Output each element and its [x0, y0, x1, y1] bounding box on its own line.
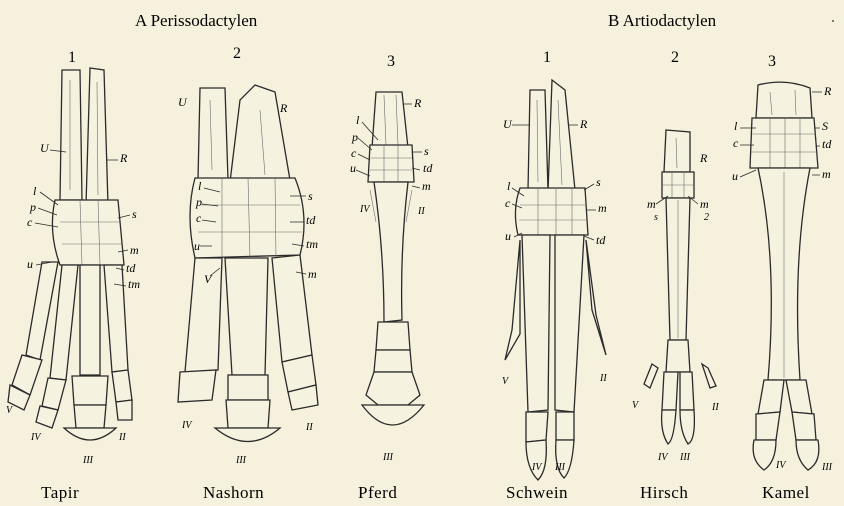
figure-number-schwein: 1: [543, 49, 551, 66]
label-pferd-m: m: [422, 179, 431, 193]
label-tapir-m: m: [130, 243, 139, 257]
figure-number-tapir: 1: [68, 49, 76, 66]
label-kamel-R: R: [823, 84, 832, 98]
label-tapir-u: u: [27, 257, 33, 271]
species-name-nashorn: Nashorn: [203, 483, 264, 502]
figure-number-kamel: 3: [768, 53, 776, 70]
label-kamel-S: S: [822, 119, 828, 133]
label-kamel-l: l: [734, 119, 738, 133]
digit-hirsch-II: II: [711, 402, 719, 413]
label-schwein-s: s: [596, 175, 601, 189]
group-heading-artiodactylen: B Artiodactylen: [608, 11, 717, 30]
label-tapir-c: c: [27, 215, 33, 229]
label-nashorn-s: s: [308, 189, 313, 203]
digit-schwein-III: III: [554, 462, 566, 473]
digit-nashorn-II: II: [305, 422, 313, 433]
digit-nashorn-III: III: [235, 455, 247, 466]
figure-number-nashorn: 2: [233, 45, 241, 62]
label-hirsch-R: R: [699, 151, 708, 165]
label-schwein-td: td: [596, 233, 606, 247]
digit-nashorn-IV: IV: [181, 420, 193, 431]
digit-hirsch-V: V: [632, 400, 640, 411]
label-pferd-u: u: [350, 161, 356, 175]
tapir-foot-drawing: [8, 68, 132, 440]
speck: [832, 20, 834, 22]
label-tapir-p: p: [29, 200, 36, 214]
label-nashorn-p: p: [195, 195, 202, 209]
label-nashorn-c: c: [196, 211, 202, 225]
label-pferd-IV: IV: [359, 204, 371, 215]
digit-schwein-II: II: [599, 373, 607, 384]
label-pferd-td: td: [423, 161, 433, 175]
label-schwein-c: c: [505, 196, 511, 210]
label-nashorn-R: R: [279, 101, 288, 115]
digit-kamel-III: III: [821, 462, 833, 473]
species-name-tapir: Tapir: [41, 483, 79, 502]
label-schwein-R: R: [579, 117, 588, 131]
label-schwein-m: m: [598, 201, 607, 215]
label-hirsch-m2: m: [700, 197, 709, 211]
label-kamel-m: m: [822, 167, 831, 181]
nashorn-foot-drawing: [178, 85, 318, 442]
digit-tapir-III: III: [82, 455, 94, 466]
label-schwein-l: l: [507, 179, 511, 193]
label-nashorn-u: u: [194, 239, 200, 253]
label-pferd-p: p: [351, 130, 358, 144]
label-hirsch-s: s: [654, 212, 658, 223]
label-tapir-U: U: [40, 141, 50, 155]
species-name-schwein: Schwein: [506, 483, 568, 502]
digit-pferd-III: III: [382, 452, 394, 463]
digit-tapir-V: V: [6, 405, 14, 416]
figure-number-pferd: 3: [387, 53, 395, 70]
label-hirsch-m: m: [647, 197, 656, 211]
label-pferd-l: l: [356, 113, 360, 127]
label-pferd-R: R: [413, 96, 422, 110]
digit-schwein-V: V: [502, 376, 510, 387]
label-tapir-l: l: [33, 184, 37, 198]
species-name-hirsch: Hirsch: [640, 483, 688, 502]
digit-kamel-IV: IV: [775, 460, 787, 471]
kamel-foot-drawing: [750, 82, 819, 470]
digit-tapir-II: II: [118, 432, 126, 443]
species-name-pferd: Pferd: [358, 483, 397, 502]
label-tapir-td: td: [126, 261, 136, 275]
figure-number-hirsch: 2: [671, 49, 679, 66]
label-schwein-U: U: [503, 117, 513, 131]
label-kamel-u: u: [732, 169, 738, 183]
digit-hirsch-IV: IV: [657, 452, 669, 463]
label-pferd-II: II: [417, 206, 425, 217]
label-nashorn-td: td: [306, 213, 316, 227]
digit-tapir-IV: IV: [30, 432, 42, 443]
group-heading-perissodactylen: A Perissodactylen: [135, 11, 258, 30]
species-name-kamel: Kamel: [762, 483, 810, 502]
label-schwein-u: u: [505, 229, 511, 243]
label-pferd-c: c: [351, 146, 357, 160]
label-nashorn-m: m: [308, 267, 317, 281]
label-tapir-tm: tm: [128, 277, 140, 291]
label-tapir-s: s: [132, 207, 137, 221]
label-kamel-td: td: [822, 137, 832, 151]
schwein-foot-drawing: [505, 80, 606, 480]
label-tapir-R: R: [119, 151, 128, 165]
digit-hirsch-III: III: [679, 452, 691, 463]
label-kamel-c: c: [733, 136, 739, 150]
pferd-foot-drawing: [362, 92, 424, 425]
label-nashorn-tm: tm: [306, 237, 318, 251]
hirsch-foot-drawing: [644, 130, 716, 444]
label-nashorn-U: U: [178, 95, 188, 109]
label-hirsch-2: 2: [704, 212, 709, 223]
label-pferd-s: s: [424, 144, 429, 158]
